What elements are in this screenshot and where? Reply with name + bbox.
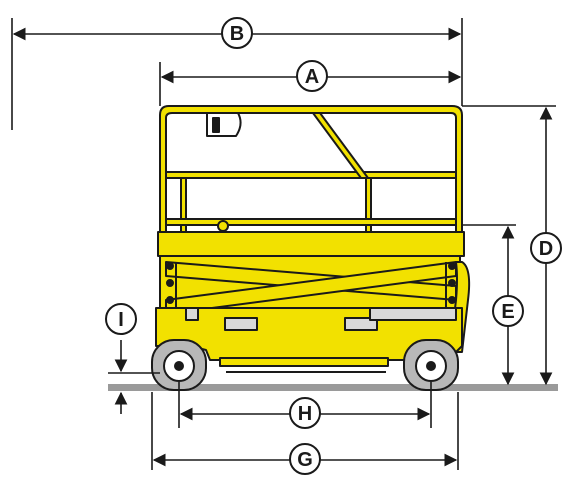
label-b: B [221, 17, 253, 49]
label-b-text: B [230, 23, 244, 45]
rear-wheel [403, 339, 459, 391]
platform-deck [157, 231, 465, 257]
label-g-text: G [297, 449, 313, 471]
label-a-text: A [305, 66, 319, 88]
dimension-labels: B A D E H G I [105, 17, 562, 475]
label-i-text: I [118, 309, 124, 331]
front-wheel [151, 339, 207, 391]
label-i: I [105, 303, 137, 335]
label-h-text: H [298, 403, 312, 425]
scissor-lift [151, 105, 471, 391]
scissor-arms [159, 255, 461, 315]
label-g: G [289, 443, 321, 475]
platform-knob [217, 220, 229, 232]
label-e-text: E [501, 301, 514, 323]
guard-rails [159, 105, 463, 233]
control-box [206, 112, 242, 137]
label-h: H [289, 397, 321, 429]
label-e: E [492, 295, 524, 327]
label-d-text: D [539, 238, 553, 260]
chassis [155, 307, 463, 373]
ground-line [108, 384, 558, 391]
label-a: A [296, 60, 328, 92]
label-d: D [530, 232, 562, 264]
